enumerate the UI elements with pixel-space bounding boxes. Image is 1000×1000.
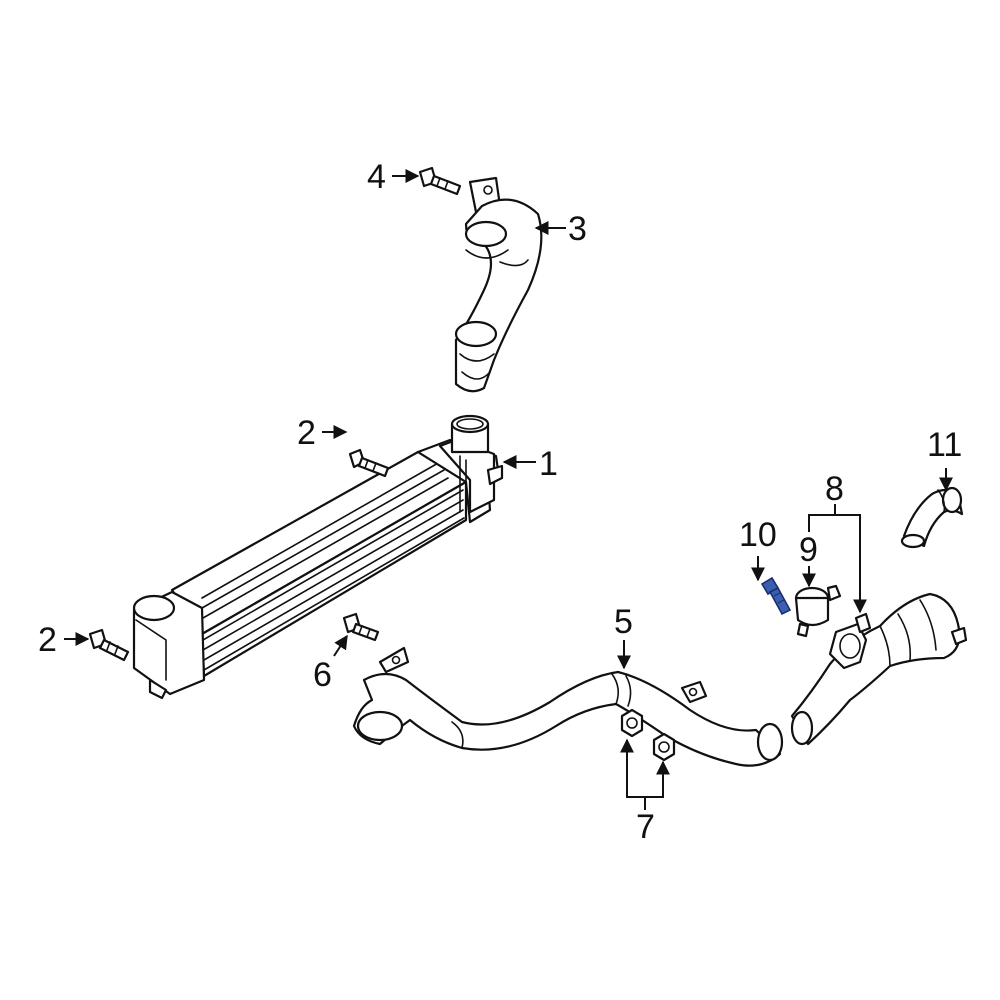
callout-8: 8: [825, 470, 844, 508]
callout-1: 1: [539, 445, 558, 483]
bolt-bracket[interactable]: [342, 612, 380, 642]
upper-hose[interactable]: [454, 176, 543, 393]
callout-2-lower: 2: [38, 621, 57, 659]
leader-7b: [645, 760, 670, 798]
callout-6: 6: [313, 656, 332, 694]
callout-labels: 1 2 2 3 4 5 6 7 8 9 10 11: [38, 158, 962, 846]
bolt-highlighted[interactable]: [760, 576, 792, 616]
intercooler[interactable]: [132, 414, 504, 700]
nut-left[interactable]: [620, 708, 644, 738]
small-hose[interactable]: [900, 486, 964, 549]
bolt-lower[interactable]: [88, 628, 130, 662]
nut-right[interactable]: [652, 732, 676, 762]
bolt-hose[interactable]: [418, 166, 462, 196]
leader-lines: [64, 169, 953, 810]
leader-8b: [835, 514, 867, 614]
leader-6: [333, 634, 348, 657]
callout-3: 3: [568, 210, 587, 248]
outlet-hose[interactable]: [790, 592, 968, 746]
callout-7: 7: [636, 808, 655, 846]
leader-8: [808, 504, 836, 532]
lower-tube[interactable]: [352, 646, 784, 767]
sensor[interactable]: [794, 584, 842, 638]
callout-11: 11: [927, 426, 962, 464]
callout-5: 5: [614, 603, 633, 641]
leader-7: [620, 738, 646, 810]
callout-2-upper: 2: [297, 414, 316, 452]
callout-9: 9: [799, 531, 818, 569]
callout-4: 4: [367, 158, 386, 196]
callout-10: 10: [739, 516, 777, 554]
bolt-upper[interactable]: [348, 448, 390, 478]
